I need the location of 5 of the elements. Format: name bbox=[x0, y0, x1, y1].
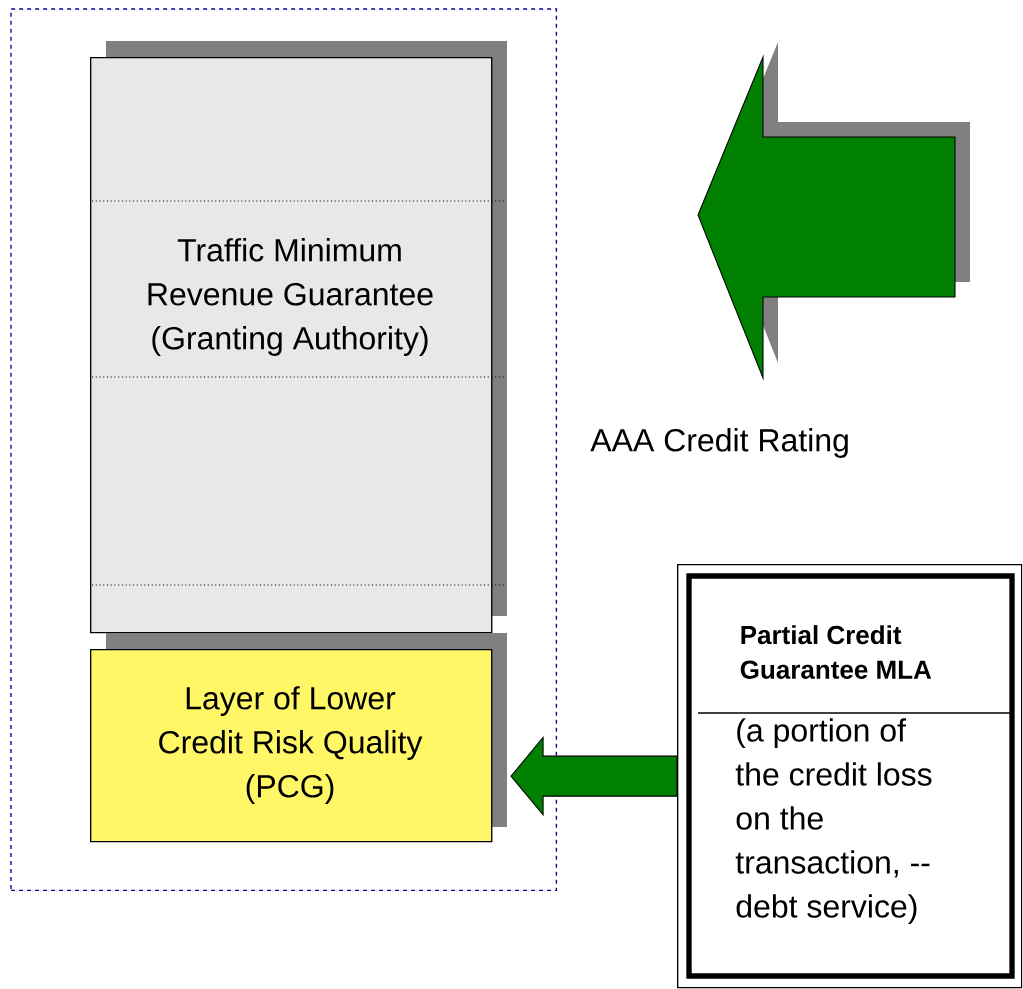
guarantee-layer-box: Traffic Minimum Revenue Guarantee (Granting Authority) bbox=[90, 41, 507, 634]
dashed-frame bbox=[10, 8, 558, 891]
note-box: Partial Credit Guarantee MLA (a portion of the credit loss on the transaction, -- debt service) bbox=[677, 564, 1023, 989]
credit-layer-box: Layer of Lower Credit Risk Quality (PCG) bbox=[90, 633, 507, 843]
rating-label: AAA Credit Rating bbox=[590, 428, 848, 458]
